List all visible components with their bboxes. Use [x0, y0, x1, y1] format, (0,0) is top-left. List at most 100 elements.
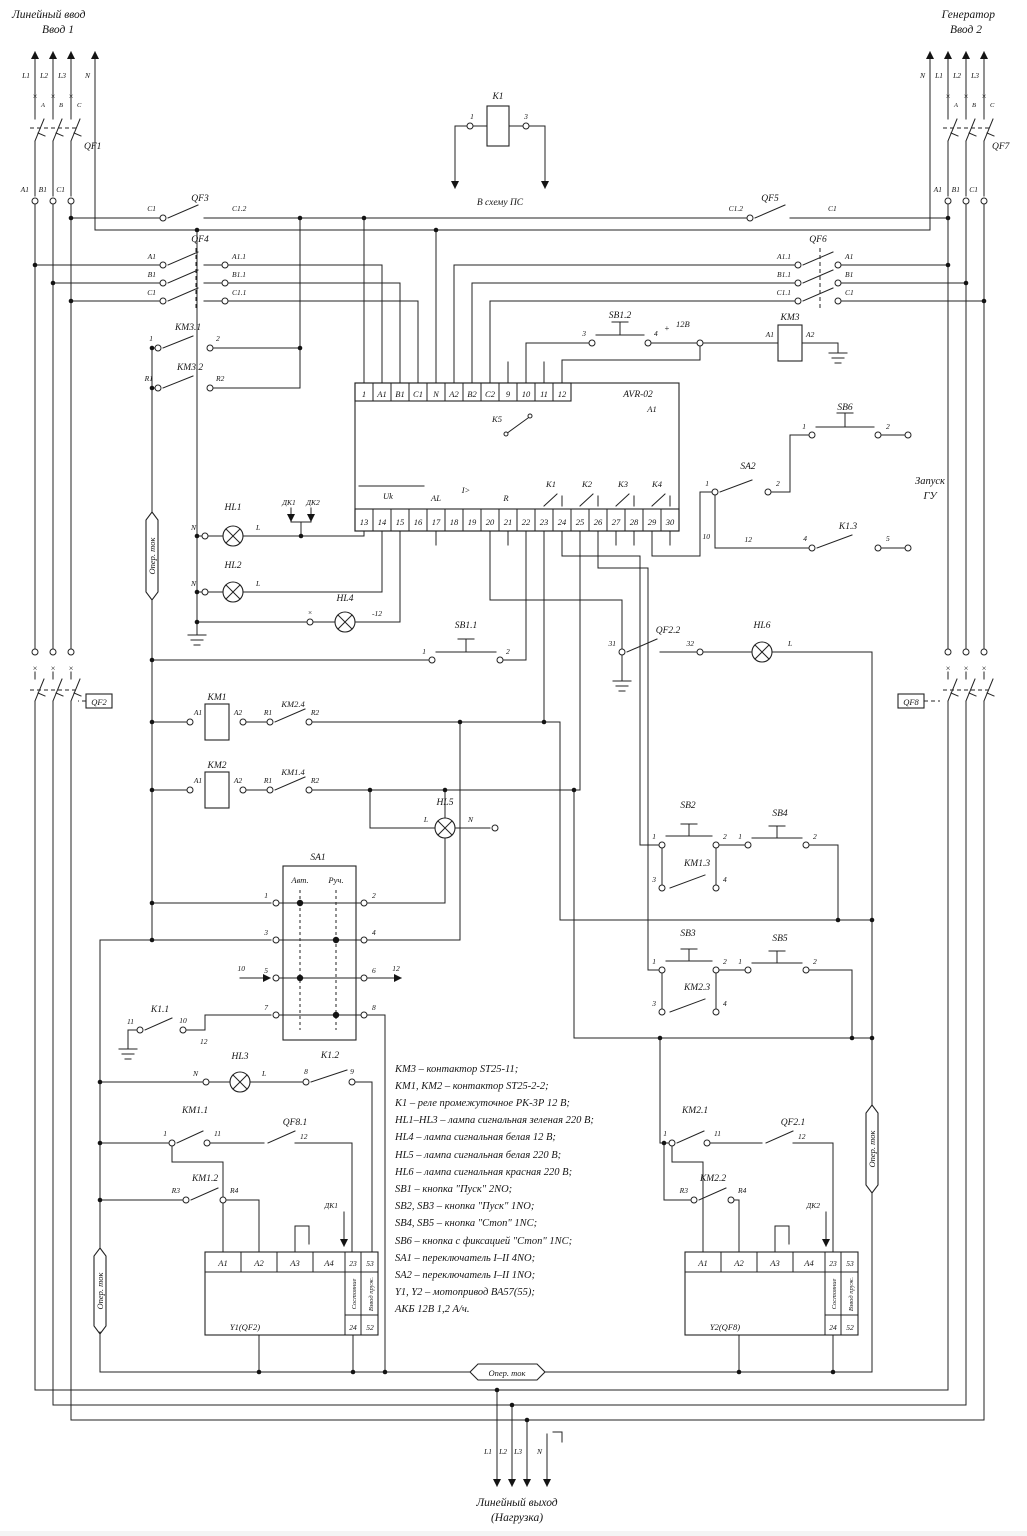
title-load: (Нагрузка)	[491, 1512, 543, 1524]
terminal-label: 23	[829, 1259, 837, 1268]
phase-label: L3	[57, 71, 66, 80]
terminal-label: 8	[304, 1067, 308, 1076]
terminal-label: N	[190, 579, 197, 588]
terminal-label: R1	[144, 374, 153, 383]
avr-terminal: B2	[467, 389, 477, 399]
terminal-label: B1.1	[232, 270, 246, 279]
ref-k13: K1.3	[838, 522, 857, 532]
terminal-label: L	[261, 1069, 266, 1078]
terminal-label: R2	[310, 708, 320, 717]
terminal-label: A4	[803, 1258, 814, 1268]
polarity-plus: +	[664, 323, 670, 333]
terminal-label: A1.1	[776, 252, 791, 261]
terminal-label: 3	[651, 999, 656, 1008]
legend-line: HL1–HL3 – лампа сигнальная зеленая 220 В…	[394, 1115, 594, 1126]
avr-terminal: B1	[395, 389, 404, 399]
terminal-label: 2	[506, 647, 510, 656]
lamp-hl2	[222, 581, 244, 603]
terminal-label: 1	[738, 832, 742, 841]
avr-terminal: 17	[432, 517, 441, 527]
avr-terminal: 18	[450, 517, 459, 527]
legend-line: SA1 – переключатель I–II 4NO;	[395, 1253, 535, 1264]
terminal-label: 12	[392, 964, 400, 973]
terminal-label: 4	[723, 875, 727, 884]
ref-km3: KM3	[780, 313, 800, 323]
terminal-label: 2	[723, 832, 727, 841]
terminal-label: R3	[171, 1186, 181, 1195]
avr-terminal: 20	[486, 517, 495, 527]
ref-sb5: SB5	[772, 934, 788, 944]
phase-label: N	[919, 71, 926, 80]
terminal-label: C1.2	[232, 204, 247, 213]
motor-drive-y1	[204, 1251, 379, 1336]
avr-terminal: C2	[485, 389, 496, 399]
terminal-label: L	[787, 639, 792, 648]
ref-qf1: QF1	[84, 142, 101, 152]
label-minus12: -12	[372, 609, 382, 618]
terminal-label: 2	[723, 957, 727, 966]
terminal-label: 12	[745, 535, 753, 544]
ref-sb4: SB4	[772, 809, 788, 819]
terminal-label: 6	[372, 966, 376, 975]
terminal-label: 1	[705, 479, 709, 488]
terminal-label: 4	[372, 928, 376, 937]
avr-terminal: N	[432, 389, 440, 399]
label-spring: Взвод пруж.	[368, 1277, 375, 1312]
contactor-km3-coil	[777, 324, 803, 362]
contact-cross: ×	[945, 663, 951, 673]
ref-hl4: HL4	[336, 594, 354, 604]
phase-letter: A	[40, 102, 45, 109]
ref-sb3: SB3	[680, 929, 696, 939]
label-dk1: ДК1	[323, 1201, 338, 1210]
oper-tok-flags	[93, 511, 879, 1381]
ref-qf6: QF6	[809, 235, 827, 245]
terminal-label: 4	[723, 999, 727, 1008]
legend-line: SA2 – переключатель I–II 1NO;	[395, 1270, 535, 1281]
terminal-label: 3	[523, 112, 528, 121]
ref-k5: K5	[491, 414, 502, 424]
terminal-label: 1	[163, 1129, 167, 1138]
avr-terminal: 15	[396, 517, 405, 527]
terminal-label: A1	[20, 185, 29, 194]
terminal-label: R2	[215, 374, 225, 383]
label-12v: 12В	[676, 319, 690, 329]
title-generator: Генератор	[941, 9, 996, 21]
avr-terminal: 21	[504, 517, 513, 527]
ref-sb6: SB6	[837, 403, 853, 413]
contact-cross: ×	[32, 663, 38, 673]
terminal-label: 9	[350, 1067, 354, 1076]
label-genstart-1: Запуск	[915, 476, 945, 487]
contactor-km2-coil	[204, 771, 230, 809]
flag-oper-tok: Опер. ток	[147, 536, 157, 574]
avr-terminal: A1	[376, 389, 386, 399]
ref-qf7: QF7	[992, 142, 1011, 152]
ref-y2: Y2(QF8)	[710, 1322, 740, 1332]
junction-dots	[32, 215, 987, 1423]
terminal-label: A3	[289, 1258, 299, 1268]
lamp-hl1	[222, 525, 244, 547]
avr-terminal: 12	[558, 389, 567, 399]
contact-cross: ×	[963, 663, 969, 673]
contactor-km1-coil	[204, 703, 230, 741]
terminal-label: 2	[886, 422, 890, 431]
terminal-label: R4	[229, 1186, 239, 1195]
lamp-hl5	[434, 817, 456, 839]
ref-km32: KM3.2	[176, 363, 203, 373]
avr-terminal: 10	[522, 389, 531, 399]
avr-terminal: 27	[612, 517, 621, 527]
terminal-label: B1	[952, 185, 960, 194]
legend-line: Y1, Y2 – мотопривод ВА57(55);	[395, 1287, 535, 1298]
terminal-label: 1	[422, 647, 426, 656]
terminal-label: A1	[933, 185, 942, 194]
terminal-label: A1	[147, 252, 156, 261]
legend: КМ3 – контактор ST25-11; КМ1, КМ2 – конт…	[394, 1064, 594, 1315]
phase-letter: B	[972, 102, 976, 109]
terminal-label: A3	[769, 1258, 779, 1268]
terminal-label: A2	[253, 1258, 264, 1268]
ref-sb12: SB1.2	[609, 311, 632, 321]
ref-km11: KM1.1	[181, 1106, 208, 1116]
ref-qf21: QF2.1	[781, 1118, 806, 1128]
terminal-label: 31	[608, 639, 617, 648]
label-k3-out: K3	[617, 479, 628, 489]
